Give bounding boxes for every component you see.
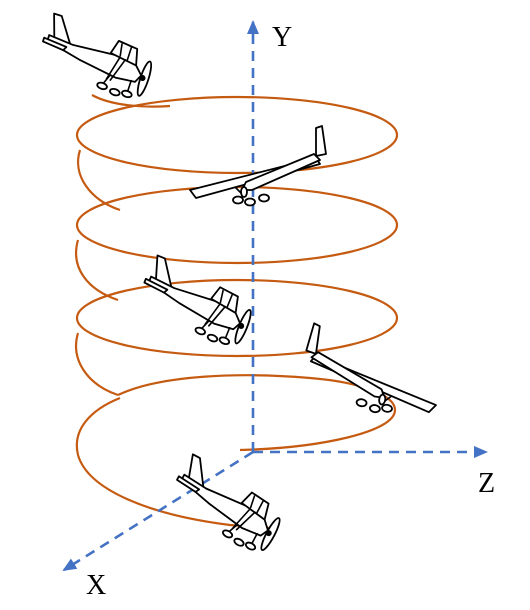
airplane-icon xyxy=(132,253,261,353)
spiral-connector-1 xyxy=(77,149,121,212)
airplane-icon xyxy=(162,452,291,559)
x-axis-label: X xyxy=(86,570,106,601)
spiral-connector-2 xyxy=(75,239,119,302)
coordinate-axes xyxy=(62,20,488,572)
spiral-connector-3 xyxy=(75,332,119,397)
airplane-icon xyxy=(189,125,327,207)
x-axis-line xyxy=(62,450,254,572)
y-axis-label: Y xyxy=(272,22,292,53)
spiral-ring-4 xyxy=(117,374,397,452)
z-axis-label: Z xyxy=(478,468,495,499)
airplane-icon xyxy=(33,12,160,105)
spiral-ring-1 xyxy=(75,95,399,175)
spiral-ring-3 xyxy=(75,278,399,358)
spiral-exit xyxy=(75,396,271,530)
spiral-entry xyxy=(91,94,171,108)
